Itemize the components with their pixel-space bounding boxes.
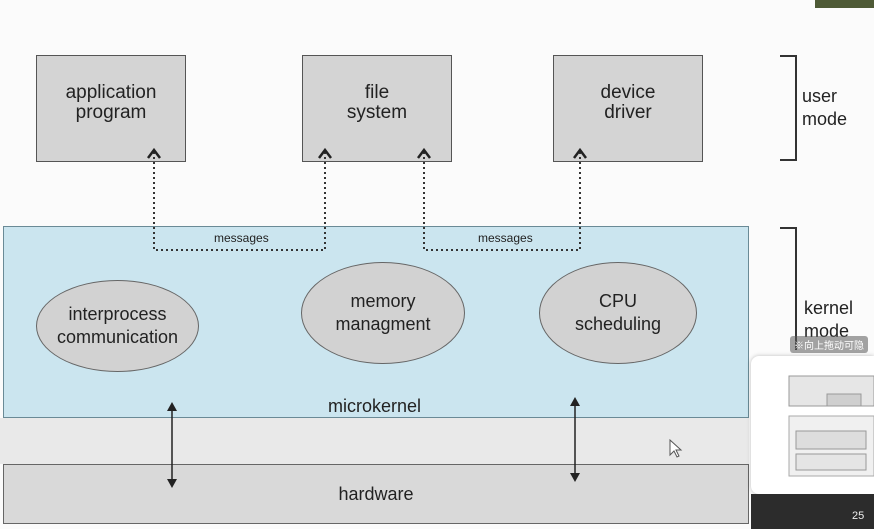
interprocess-communication-ellipse: interprocess communication (36, 280, 199, 372)
user-mode-label: user mode (802, 86, 848, 129)
left-hardware-arrow (167, 402, 177, 488)
thumbnail-diagram-image (788, 375, 874, 477)
file-system-label: file system (346, 81, 408, 123)
interprocess-communication-label: interprocess communication (56, 304, 179, 347)
memory-management-ellipse: memory managment (301, 262, 465, 364)
hardware-label: hardware (338, 483, 414, 504)
right-hardware-arrow (570, 397, 580, 482)
kernel-hardware-gap (0, 418, 749, 464)
messages-label-1: messages (214, 231, 269, 245)
message-path-2 (423, 152, 581, 251)
messages-label-2: messages (478, 231, 533, 245)
device-driver-box: device driver (553, 55, 703, 162)
corner-image (815, 0, 874, 8)
arrowhead-file-system-right (417, 147, 431, 159)
video-player-bar (751, 494, 874, 529)
hardware-panel: hardware (3, 464, 749, 524)
arrowhead-file-system-left (318, 147, 332, 159)
arrowhead-device-driver (573, 147, 587, 159)
microkernel-label: microkernel (327, 396, 422, 416)
mode-brackets (780, 55, 797, 350)
application-program-label: application program (65, 81, 157, 123)
overlay-drag-hint: ※向上拖动可隐 (790, 336, 868, 353)
video-timestamp: 25 (852, 510, 865, 522)
application-program-box: application program (36, 55, 186, 162)
arrowhead-application (147, 147, 161, 159)
device-driver-label: device driver (600, 81, 656, 123)
cpu-scheduling-label: CPU scheduling (574, 291, 662, 334)
file-system-box: file system (302, 55, 452, 162)
kernel-mode-bracket (780, 227, 797, 350)
cpu-scheduling-ellipse: CPU scheduling (539, 262, 697, 364)
video-thumbnail-overlay[interactable] (751, 356, 874, 494)
mouse-cursor-icon (669, 438, 683, 458)
user-mode-bracket (780, 55, 797, 161)
memory-management-label: memory managment (335, 291, 431, 334)
